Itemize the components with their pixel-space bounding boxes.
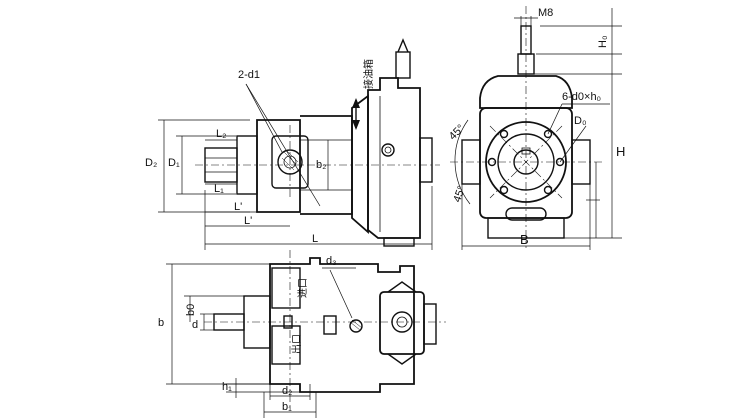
- rear-housing: [367, 77, 421, 239]
- label-d3: d₃: [326, 255, 337, 267]
- top-rear-cap: [423, 303, 437, 345]
- rear-cap: [419, 137, 433, 183]
- label-l-prime-small: L': [234, 201, 242, 213]
- label-h: H: [616, 144, 625, 159]
- top-adjuster: [395, 51, 411, 79]
- label-b0: b0: [185, 304, 197, 316]
- inlet-port: [271, 267, 301, 309]
- label-l2: L₂: [216, 128, 226, 140]
- label-angle-bottom: 45°: [451, 184, 468, 204]
- label-b: b: [158, 317, 164, 329]
- label-d2-lower: d₂: [282, 385, 292, 397]
- outlet-port: [271, 325, 301, 365]
- front-view-dims: M8 H₀ H B 6-d0×h₀ D₀ 45° 45°: [447, 7, 625, 250]
- top-rear-block: [379, 291, 425, 355]
- label-m8: M8: [538, 7, 553, 19]
- side-view-dims: 2-d1 接油箱 D₂ D₁ L₂ L₁ L' L' L b₂: [145, 59, 433, 250]
- label-l-prime: L': [244, 215, 252, 227]
- label-b1: b₁: [282, 401, 292, 413]
- label-d0-circle: D₀: [574, 115, 587, 127]
- label-d1: D₁: [168, 157, 180, 169]
- label-oil-return: 接油箱: [362, 59, 375, 89]
- label-inlet: 进口: [297, 278, 309, 298]
- side-foot: [383, 237, 415, 247]
- upper-housing: [479, 75, 573, 109]
- label-h0: H₀: [597, 35, 609, 48]
- top-view-dims: d₃ b b0 d h₁ d₂ b₁: [158, 255, 356, 418]
- label-holes: 6-d0×h₀: [562, 91, 601, 103]
- front-view: [450, 6, 604, 248]
- label-b2: b₂: [316, 159, 326, 171]
- label-l: L: [312, 233, 318, 245]
- tapered-head: [351, 94, 369, 234]
- label-2-d1: 2-d1: [238, 69, 260, 81]
- label-h1: h₁: [222, 381, 232, 393]
- label-outlet: 出口: [290, 334, 303, 354]
- label-d2: D₂: [145, 157, 157, 169]
- label-b-width: B: [520, 232, 529, 247]
- front-flange: [256, 119, 301, 213]
- top-main-body: [269, 257, 415, 393]
- top-view: 进口 出口: [204, 250, 446, 410]
- side-view: [195, 38, 440, 247]
- label-d: d: [192, 319, 198, 331]
- label-l1-small: L₁: [214, 183, 224, 195]
